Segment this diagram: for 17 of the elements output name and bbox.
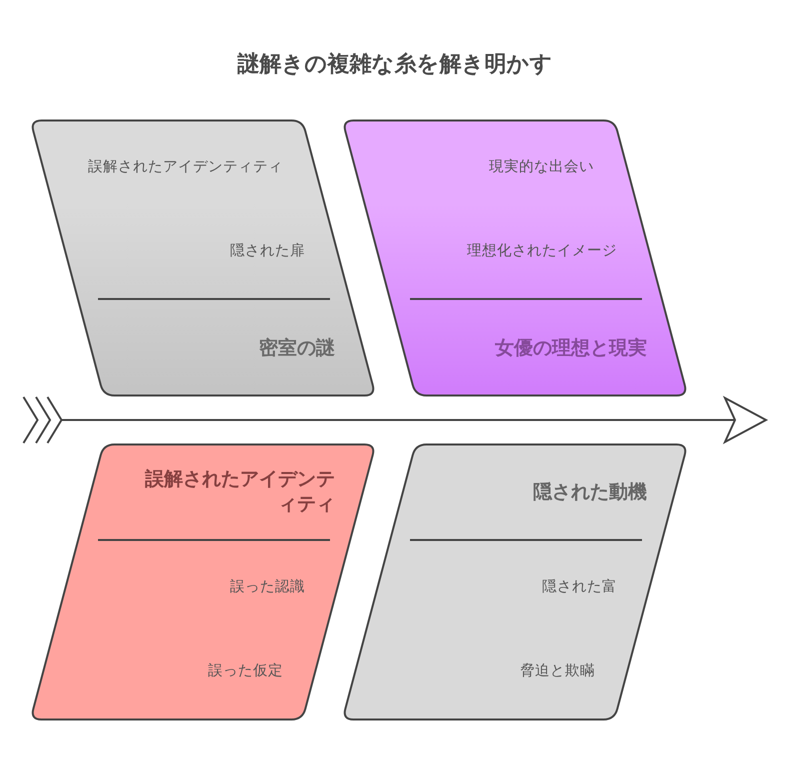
- cause-text: 誤解されたアイデンティティ: [88, 158, 283, 177]
- category-panel: [341, 119, 689, 397]
- cause-text: 現実的な出会い: [489, 158, 594, 177]
- category-panel: [341, 443, 689, 721]
- cause-text: 理想化されたイメージ: [467, 242, 617, 261]
- category-panel: [29, 443, 377, 721]
- cause-text: 隠された扉: [230, 242, 305, 261]
- cause-text: 誤った認識: [230, 578, 305, 597]
- category-heading: 女優の理想と現実: [495, 336, 647, 360]
- category-heading: 誤解されたアイデンティティ: [144, 467, 335, 517]
- category-panel: [29, 119, 377, 397]
- cause-text: 誤った仮定: [208, 662, 283, 681]
- category-heading: 隠された動機: [533, 480, 647, 504]
- cause-text: 脅迫と欺瞞: [520, 662, 595, 681]
- diagram-title: 謎解きの複雑な糸を解き明かす: [238, 51, 552, 79]
- category-heading: 密室の謎: [259, 336, 335, 360]
- cause-text: 隠された富: [542, 578, 617, 597]
